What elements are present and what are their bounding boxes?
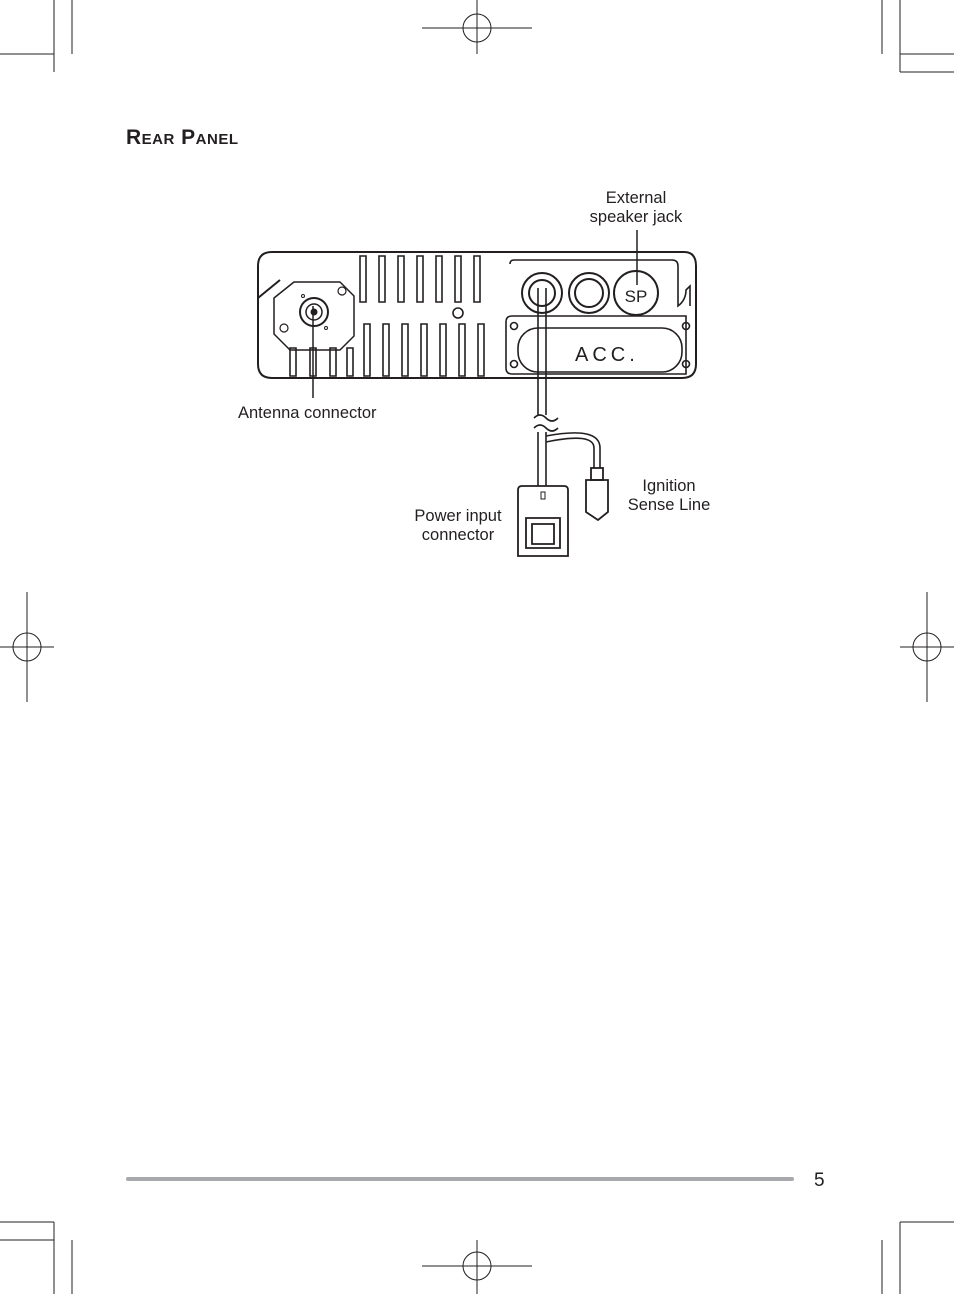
sp-label: SP [625,287,648,306]
ignition-sense-label: Ignition Sense Line [627,477,711,514]
speaker-jack-icon [613,270,659,316]
blank-socket-icon [568,272,610,314]
external-speaker-label: External speaker jack [589,189,683,226]
antenna-connector-icon [279,286,347,333]
antenna-connector-label: Antenna connector [238,404,377,422]
acc-label: ACC. [575,344,639,366]
power-cable [533,288,601,486]
page-number: 5 [814,1170,825,1191]
power-plug-icon [517,485,569,557]
power-socket-icon [521,272,563,314]
power-input-label: Power input connector [414,507,502,544]
section-heading: Rear Panel [126,126,239,149]
heat-sink-fins [289,255,485,377]
ignition-sense-plug-icon [585,467,609,522]
footer-rule [126,1177,794,1181]
